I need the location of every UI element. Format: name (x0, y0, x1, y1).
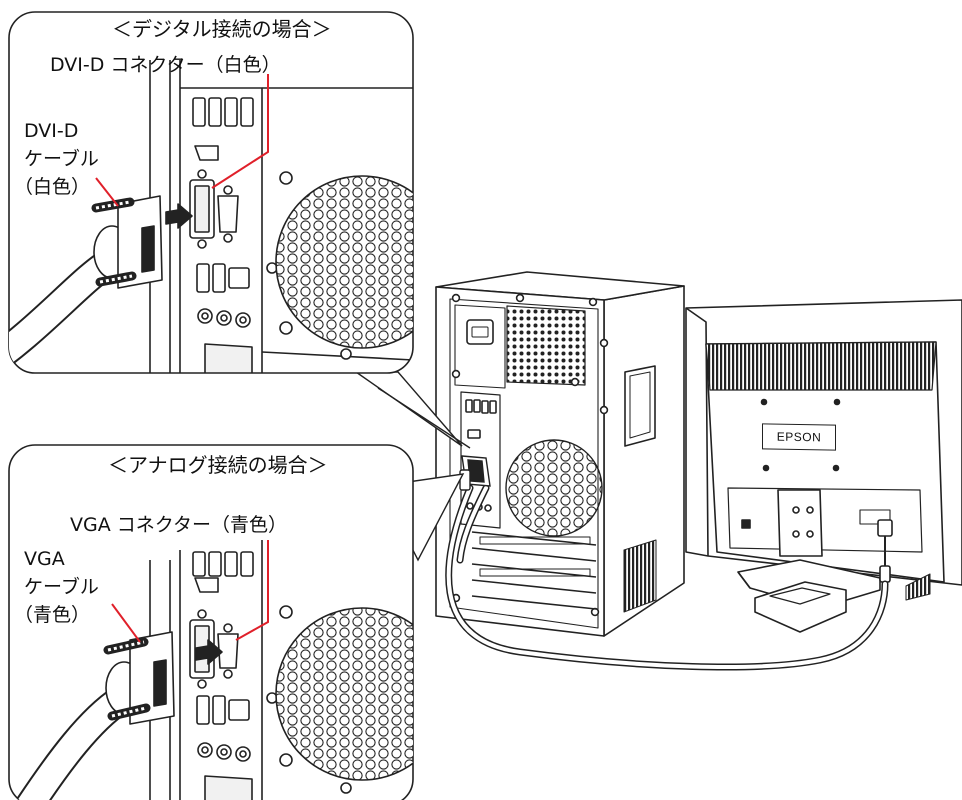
analog-leader-lines (111, 540, 269, 643)
dvi-cable-label-line1: DVI-D (24, 120, 79, 142)
digital-title: ＜デジタル接続の場合＞ (112, 17, 332, 41)
vga-connector-label: VGA コネクター（青色） (70, 514, 287, 536)
vga-cable-label-line1: VGA (24, 548, 65, 570)
vga-plug-on-pc (459, 455, 491, 491)
monitor (685, 299, 962, 633)
analog-title: ＜アナログ接続の場合＞ (108, 453, 328, 477)
digital-callout (8, 11, 414, 374)
vga-cable-label-line2: ケーブル (24, 576, 99, 598)
vga-cable-label-line3: （青色） (14, 604, 91, 626)
pc-tower (435, 271, 685, 637)
dvi-cable-label-line3: （白色） (14, 176, 91, 198)
analog-callout (8, 444, 414, 800)
monitor-brand-plate: EPSON (762, 423, 836, 451)
monitor-brand-text: EPSON (776, 429, 822, 445)
dvi-cable-label-line2: ケーブル (24, 148, 99, 170)
vga-cable-main (445, 484, 889, 671)
digital-leader-lines (95, 74, 269, 207)
dvi-connector-label: DVI-D コネクター（白色） (50, 54, 281, 76)
